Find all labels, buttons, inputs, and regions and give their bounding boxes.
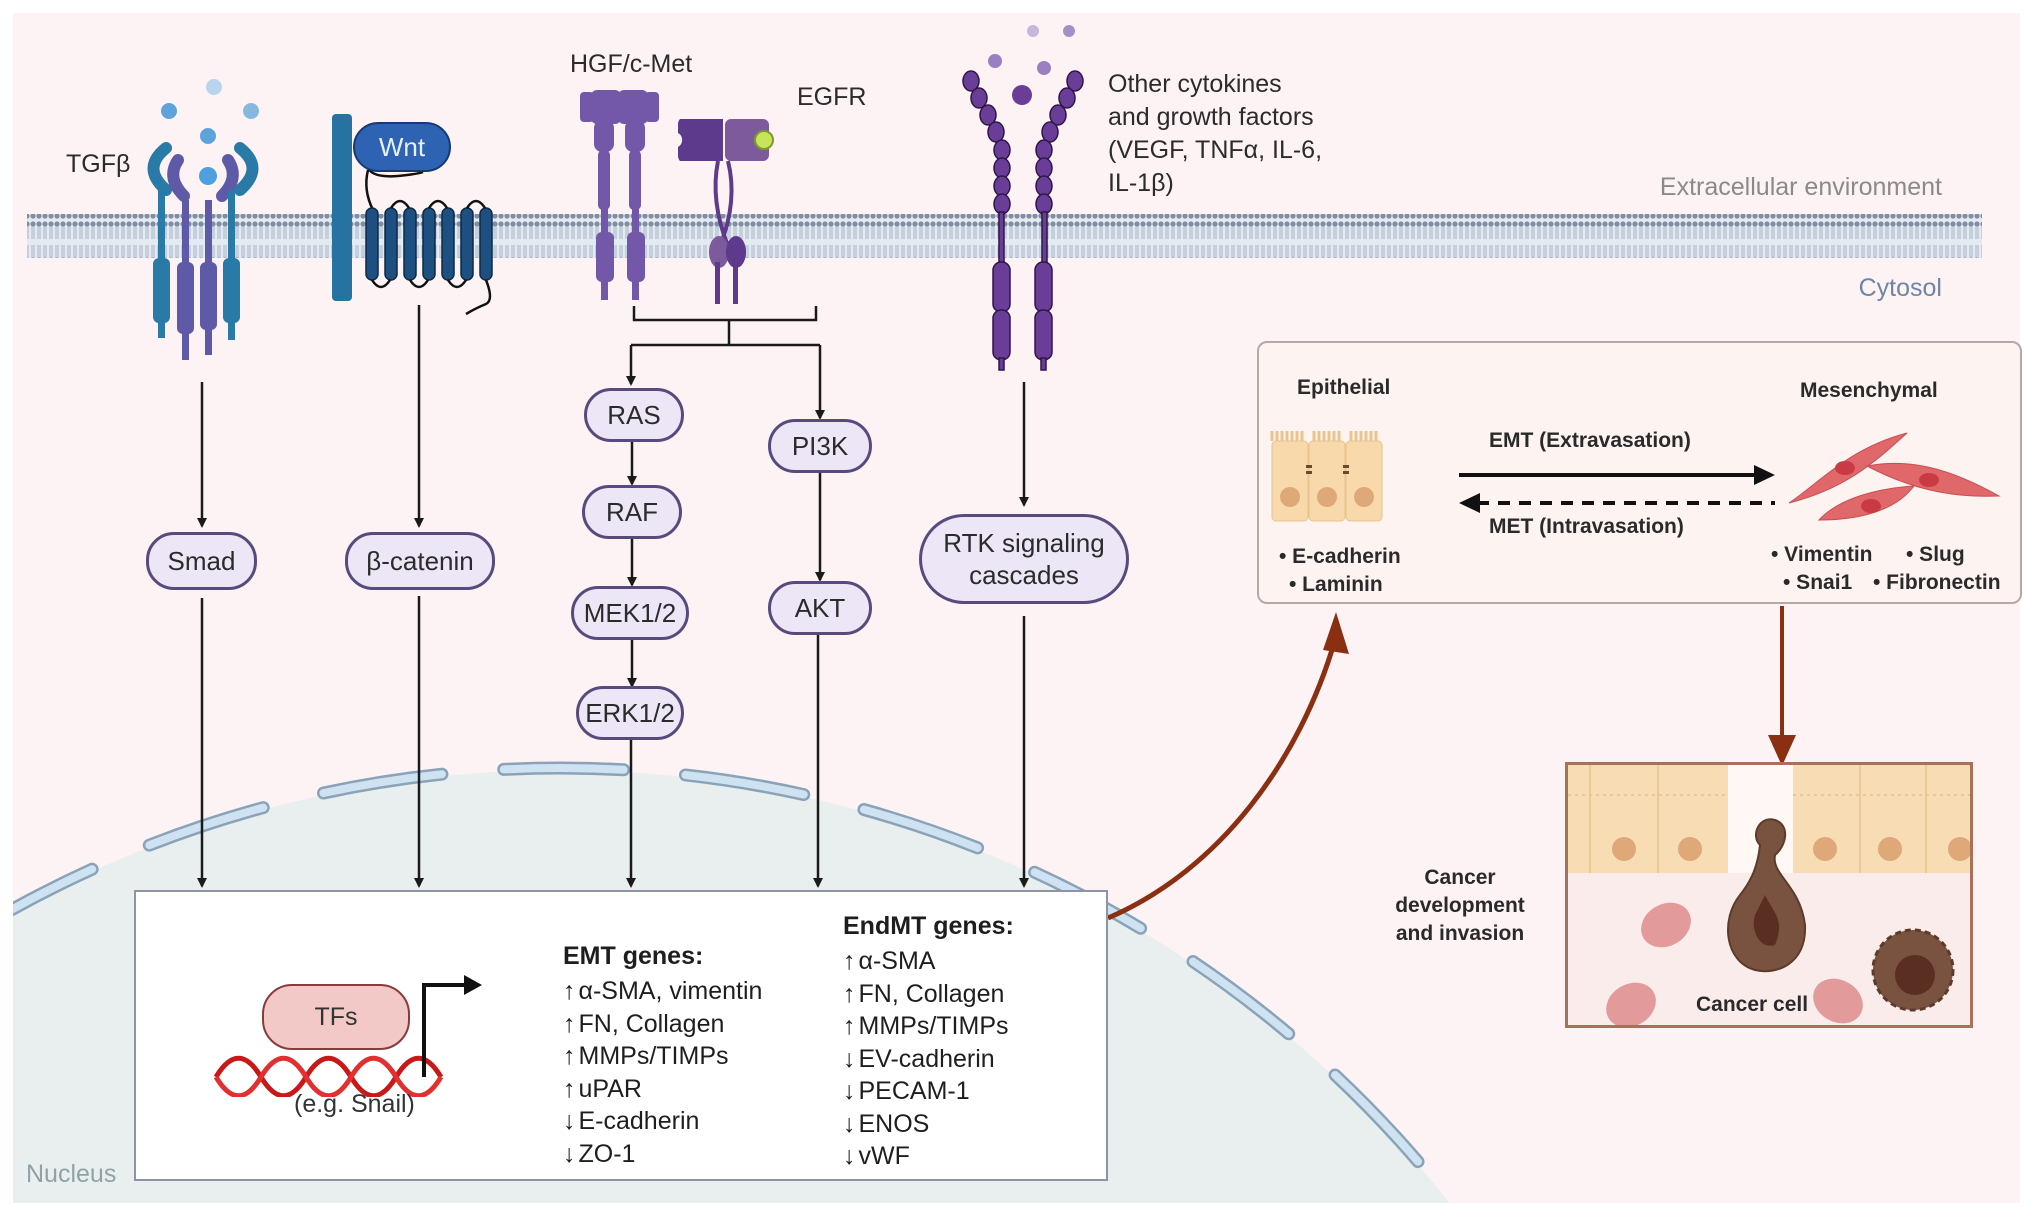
node-mek: MEK1/2 bbox=[571, 586, 689, 640]
other-cytokines-label: Other cytokines and growth factors (VEGF… bbox=[1108, 70, 1323, 197]
emt-met-panel: Epithelial Mesenchymal EMT (Extravasatio… bbox=[1257, 341, 2022, 604]
down-arrow-icon: ↓ bbox=[563, 1107, 576, 1135]
up-arrow-icon: ↑ bbox=[563, 1042, 576, 1070]
gene-item: ↑MMPs/TIMPs bbox=[563, 1040, 762, 1073]
tgfb-label: TGFβ bbox=[66, 150, 131, 178]
up-arrow-icon: ↑ bbox=[563, 977, 576, 1005]
gene-name: PECAM-1 bbox=[858, 1077, 970, 1105]
gene-item: ↓vWF bbox=[843, 1140, 1014, 1173]
gene-name: uPAR bbox=[578, 1074, 642, 1103]
hgf-cmet-label: HGF/c-Met bbox=[570, 50, 693, 78]
tgfb-receptor-icon bbox=[147, 142, 259, 360]
progression-arrow bbox=[1107, 639, 1338, 921]
transcription-start-icon bbox=[464, 975, 482, 995]
gene-name: α-SMA bbox=[858, 947, 936, 975]
gene-item: ↑uPAR bbox=[563, 1073, 762, 1106]
gene-item: ↑α-SMA, vimentin bbox=[563, 975, 762, 1008]
gene-item: ↓PECAM-1 bbox=[843, 1075, 1014, 1108]
extracellular-label: Extracellular environment bbox=[1659, 173, 1942, 201]
gene-name: E-cadherin bbox=[578, 1107, 700, 1135]
egfr-label: EGFR bbox=[797, 83, 867, 111]
down-arrow-icon: ↓ bbox=[843, 1077, 856, 1105]
up-arrow-icon: ↑ bbox=[843, 1012, 856, 1040]
node-ras: RAS bbox=[584, 388, 684, 442]
cancer-cell-label: Cancer cell bbox=[1696, 993, 1809, 1016]
emt-arrow-label: EMT (Extravasation) bbox=[1489, 429, 1691, 452]
tf-complex: TFs bbox=[262, 984, 410, 1050]
wnt-label: Wnt bbox=[378, 131, 426, 162]
epithelial-cells-icon bbox=[1270, 431, 1383, 522]
epithelial-title: Epithelial bbox=[1297, 376, 1391, 399]
cancer-development-caption: Cancer development and invasion bbox=[1395, 866, 1525, 945]
gene-item: ↑MMPs/TIMPs bbox=[843, 1010, 1014, 1043]
gene-name: MMPs/TIMPs bbox=[578, 1042, 729, 1070]
gene-name: FN, Collagen bbox=[858, 979, 1005, 1008]
node-pi3k: PI3K bbox=[768, 419, 872, 473]
emt-met-arrows bbox=[1459, 465, 1775, 513]
down-arrow-icon: ↓ bbox=[843, 1044, 856, 1073]
hgf-cmet-receptor-icon bbox=[580, 90, 659, 300]
mesenchymal-title: Mesenchymal bbox=[1800, 379, 1938, 402]
gene-item: ↑FN, Collagen bbox=[843, 978, 1014, 1011]
gene-item: ↓EV-cadherin bbox=[843, 1043, 1014, 1076]
node-erk: ERK1/2 bbox=[576, 686, 684, 740]
down-arrow-icon: ↓ bbox=[843, 1142, 856, 1170]
emt-genes-list: EMT genes: ↑α-SMA, vimentin↑FN, Collagen… bbox=[563, 942, 762, 1170]
gene-item: ↑FN, Collagen bbox=[563, 1008, 762, 1041]
gene-item: ↓ENOS bbox=[843, 1108, 1014, 1141]
nucleus-label: Nucleus bbox=[26, 1160, 117, 1188]
marker-fibronectin: • Fibronectin bbox=[1873, 571, 2001, 594]
marker-vimentin: • Vimentin bbox=[1771, 543, 1873, 566]
met-reverse-arrow-icon bbox=[1459, 493, 1480, 513]
down-arrow-icon: ↓ bbox=[563, 1139, 576, 1168]
cytokine-ligand-icon bbox=[988, 25, 1075, 105]
gene-name: FN, Collagen bbox=[578, 1009, 725, 1038]
node-beta-catenin: β-catenin bbox=[345, 532, 495, 590]
gene-name: MMPs/TIMPs bbox=[858, 1012, 1009, 1040]
signaling-arrows bbox=[197, 305, 1029, 888]
invading-cancer-cell-icon bbox=[1727, 818, 1807, 973]
up-arrow-icon: ↑ bbox=[843, 947, 856, 975]
met-arrow-label: MET (Intravasation) bbox=[1489, 515, 1684, 538]
endmt-genes-list: EndMT genes: ↑α-SMA↑FN, Collagen↑MMPs/TI… bbox=[843, 912, 1014, 1173]
up-arrow-icon: ↑ bbox=[563, 1074, 576, 1103]
rtk-receptor-icon bbox=[962, 70, 1084, 371]
marker-laminin: • Laminin bbox=[1289, 573, 1383, 596]
tf-label: TFs bbox=[314, 1002, 358, 1031]
node-smad: Smad bbox=[146, 532, 257, 590]
marker-e-cadherin: • E-cadherin bbox=[1279, 545, 1401, 568]
cancer-invasion-illustration: Cancer cell bbox=[1565, 762, 1973, 1028]
tgfb-ligand-icon bbox=[161, 79, 259, 144]
egfr-receptor-icon bbox=[677, 119, 774, 304]
wnt-receptor-icon bbox=[332, 114, 493, 316]
emt-forward-arrow-icon bbox=[1754, 465, 1775, 485]
cytosol-label: Cytosol bbox=[1858, 274, 1942, 302]
tissue-cross-section-icon bbox=[1568, 765, 1970, 1025]
up-arrow-icon: ↑ bbox=[563, 1009, 576, 1038]
endmt-genes-title: EndMT genes: bbox=[843, 912, 1014, 940]
tf-example: (e.g. Snail) bbox=[294, 1090, 415, 1118]
gene-item: ↑α-SMA bbox=[843, 945, 1014, 978]
gene-name: ZO-1 bbox=[578, 1139, 636, 1168]
node-raf: RAF bbox=[582, 485, 682, 539]
node-akt: AKT bbox=[768, 581, 872, 635]
emt-genes-title: EMT genes: bbox=[563, 942, 704, 970]
mesenchymal-cells-icon bbox=[1788, 432, 2001, 521]
gene-name: vWF bbox=[858, 1142, 910, 1170]
wnt-ligand: Wnt bbox=[353, 122, 451, 172]
gene-name: α-SMA, vimentin bbox=[578, 977, 763, 1005]
dna-helix-icon bbox=[213, 975, 482, 1097]
node-rtk-cascades: RTK signaling cascades bbox=[919, 514, 1129, 604]
marker-slug: • Slug bbox=[1906, 543, 1965, 566]
marker-snai1: • Snai1 bbox=[1783, 571, 1853, 594]
gene-name: EV-cadherin bbox=[858, 1044, 995, 1073]
gene-item: ↓E-cadherin bbox=[563, 1105, 762, 1138]
nucleus-gene-box: TFs (e.g. Snail) EMT genes: ↑α-SMA, vime… bbox=[134, 890, 1108, 1181]
up-arrow-icon: ↑ bbox=[843, 979, 856, 1008]
gene-item: ↓ZO-1 bbox=[563, 1138, 762, 1171]
gene-name: ENOS bbox=[858, 1109, 930, 1138]
down-arrow-icon: ↓ bbox=[843, 1109, 856, 1138]
